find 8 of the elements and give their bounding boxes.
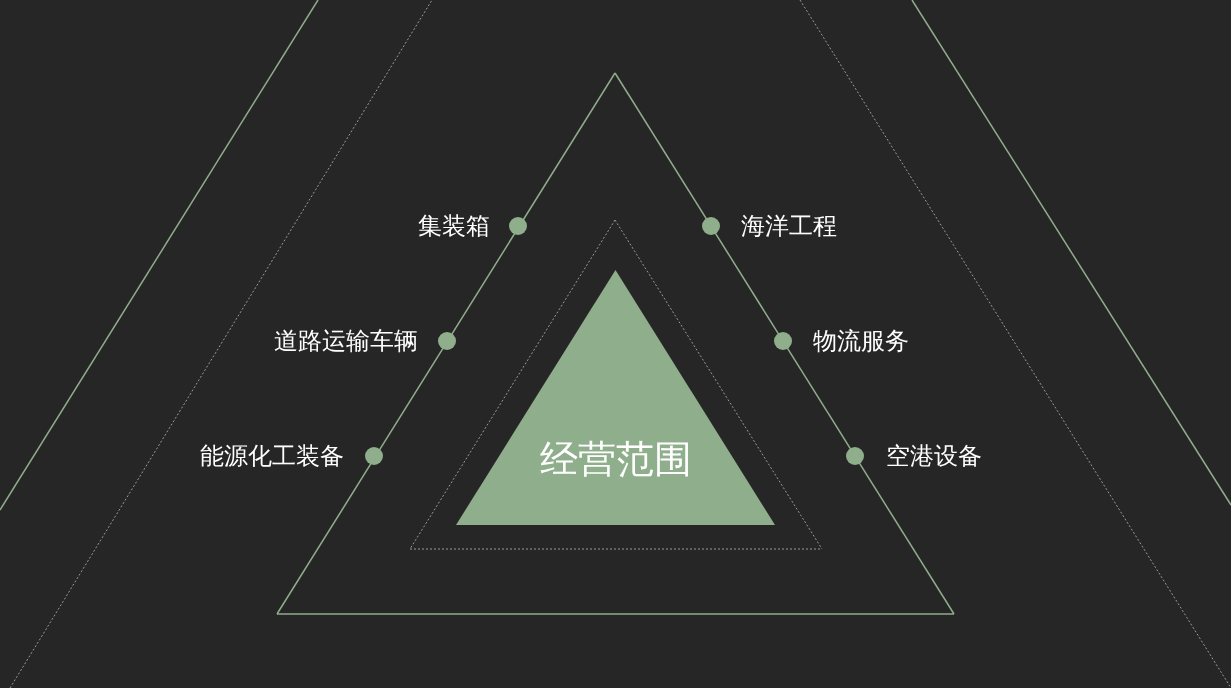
category-label: 能源化工装备 bbox=[200, 441, 344, 471]
center-label: 经营范围 bbox=[539, 437, 692, 481]
category-label: 空港设备 bbox=[886, 441, 982, 471]
category-label: 海洋工程 bbox=[741, 211, 837, 241]
center-triangle bbox=[456, 270, 775, 525]
category-label: 道路运输车辆 bbox=[274, 326, 418, 356]
category-label: 集装箱 bbox=[418, 211, 490, 241]
category-label: 物流服务 bbox=[813, 326, 909, 356]
